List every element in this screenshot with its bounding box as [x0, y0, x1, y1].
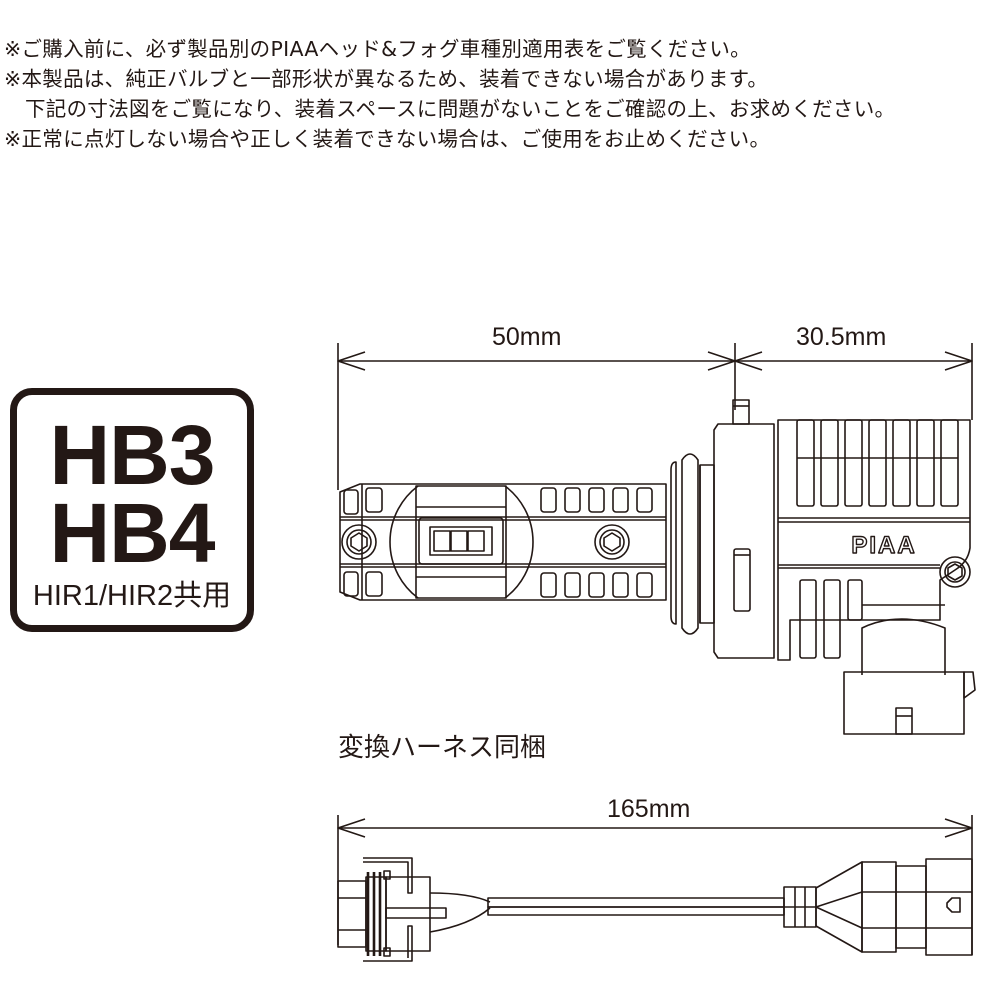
harness-vehicle-side-connector — [783, 858, 973, 956]
notice-text-block: ※ご購入前に、必ず製品別のPIAAヘッド&フォグ車種別適用表をご覧ください。 ※… — [4, 34, 1000, 154]
harness-cable — [487, 897, 785, 916]
bulb-dimension-lines — [337, 343, 973, 490]
bulb-led-section — [339, 483, 667, 601]
badge-compat-note: HIR1/HIR2共用 — [32, 580, 232, 612]
dimension-label-harness: 165mm — [607, 795, 691, 823]
dimension-label-front: 50mm — [492, 323, 562, 351]
harness-caption: 変換ハーネス同梱 — [338, 733, 547, 763]
screw-icon — [939, 556, 971, 588]
bulb-type-badge: HB3 HB4 HIR1/HIR2共用 — [10, 388, 254, 632]
notice-line-2: ※本製品は、純正バルブと一部形状が異なるため、装着できない場合があります。 — [4, 67, 769, 91]
notice-line-1: ※ご購入前に、必ず製品別のPIAAヘッド&フォグ車種別適用表をご覧ください。 — [4, 37, 751, 61]
screw-icon — [594, 524, 630, 560]
screw-icon — [341, 524, 377, 560]
badge-type-hb4: HB4 — [49, 486, 215, 580]
bulb-heatsink-body — [777, 419, 971, 661]
dimension-label-rear: 30.5mm — [796, 323, 887, 351]
brand-mark: PIAA — [851, 532, 916, 559]
badge-type-hb3: HB3 — [49, 408, 215, 502]
bulb-socket-connector — [843, 604, 976, 735]
harness-dimension-lines — [337, 815, 973, 955]
notice-line-4: ※正常に点灯しない場合や正しく装着できない場合は、ご使用をお止めください。 — [4, 127, 771, 151]
notice-line-3: 下記の寸法図をご覧になり、装着スペースに問題がないことをご確認の上、お求めくださ… — [25, 97, 896, 121]
harness-bulb-side-connector — [337, 857, 491, 962]
bulb-collar — [670, 399, 775, 659]
